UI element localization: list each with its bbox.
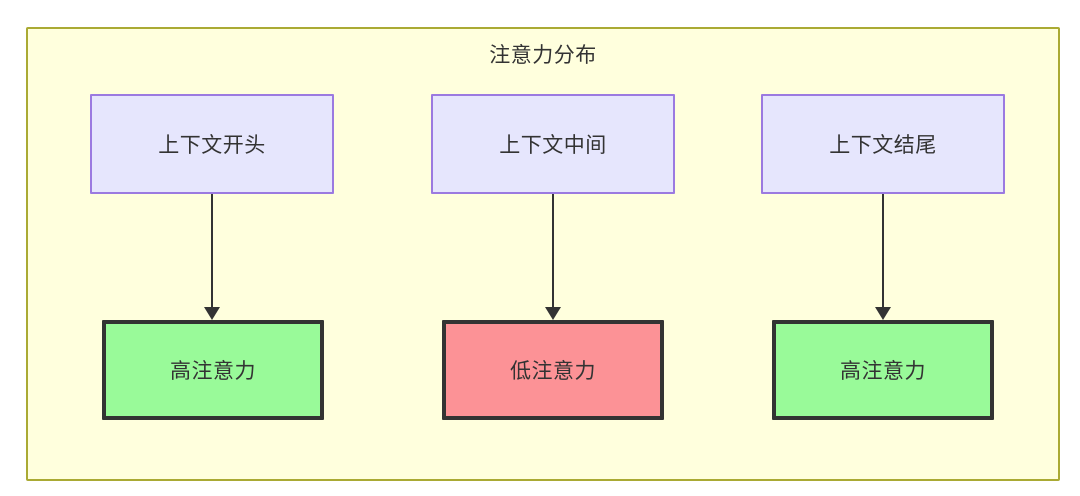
edge-line — [552, 194, 554, 307]
node-context-middle[interactable]: 上下文中间 — [431, 94, 675, 194]
edge-line — [882, 194, 884, 307]
subgraph-title: 注意力分布 — [489, 44, 597, 67]
edge-context-middle-to-attention-low-middle — [545, 194, 561, 320]
node-attention-high-start-label: 高注意力 — [170, 360, 256, 383]
arrowhead-down-icon — [545, 307, 561, 320]
edge-context-end-to-attention-high-end — [875, 194, 891, 320]
node-context-start[interactable]: 上下文开头 — [90, 94, 334, 194]
node-context-middle-label: 上下文中间 — [499, 134, 607, 157]
subgraph-container: 注意力分布 上下文开头 高注意力 上下文中间 低注意力 上下文结尾 — [26, 27, 1060, 481]
node-context-start-label: 上下文开头 — [158, 134, 266, 157]
arrowhead-down-icon — [875, 307, 891, 320]
node-attention-high-end-label: 高注意力 — [840, 360, 926, 383]
node-attention-low-middle-label: 低注意力 — [510, 360, 596, 383]
arrowhead-down-icon — [204, 307, 220, 320]
node-context-end[interactable]: 上下文结尾 — [761, 94, 1005, 194]
edge-context-start-to-attention-high-start — [204, 194, 220, 320]
node-context-end-label: 上下文结尾 — [829, 134, 937, 157]
node-attention-high-end[interactable]: 高注意力 — [772, 320, 994, 420]
node-attention-high-start[interactable]: 高注意力 — [102, 320, 324, 420]
edge-line — [211, 194, 213, 307]
node-attention-low-middle[interactable]: 低注意力 — [442, 320, 664, 420]
